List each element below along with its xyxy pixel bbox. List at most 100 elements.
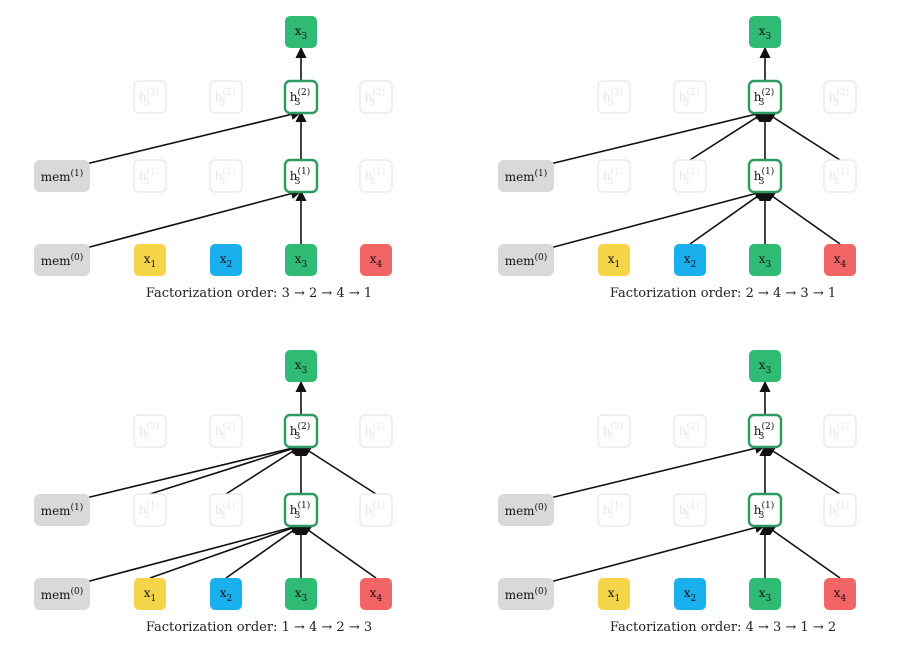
token-x3-box [285,244,317,276]
token-x4-box [360,578,392,610]
hidden-h2-col1-box [597,414,631,448]
token-x1-box [134,244,166,276]
hidden-h2-col1-box [133,80,167,114]
hidden-h2-col4-label: h(2)3 [829,87,849,108]
mem0-node-box [498,578,554,610]
hidden-h1-col2-box [673,159,707,193]
edge-x4-h1 [300,524,377,579]
hidden-h2-col1-label: h(2)3 [139,87,159,108]
output-x3-label: x3 [759,358,772,376]
edges [85,380,377,583]
hidden-h2-col4-label: h(2)3 [365,87,385,108]
token-x3: x3 [285,578,317,610]
token-x3: x3 [285,244,317,276]
hidden-h1-col2: h(1)3 [673,159,707,193]
hidden-h1-col1: h(1)3 [597,159,631,193]
mem0-node-box [34,244,90,276]
hidden-h2-col1: h(2)3 [597,414,631,448]
hidden-h1-col3-box [747,492,783,528]
hidden-h1-col1-label: h(1)3 [603,500,623,521]
panel-caption: Factorization order: 4 → 3 → 1 → 2 [610,620,836,635]
hidden-h2-col2-label: h(2)3 [679,87,699,108]
hidden-h2-col2: h(2)3 [673,414,707,448]
hidden-h1-col2-box [673,493,707,527]
edge-mem0-h1 [85,188,303,249]
hidden-h1-col4: h(1)3 [359,159,393,193]
hidden-h1-col4-box [359,493,393,527]
token-x1-box [598,578,630,610]
hidden-h1-col4-label: h(1)3 [365,166,385,187]
hidden-h2-col1-label: h(2)3 [603,87,623,108]
hidden-h2-col3: h(2)3 [283,79,319,115]
hidden-h1-col3-box [283,158,319,194]
token-x1-box [134,578,166,610]
token-x1-label: x1 [608,586,621,604]
token-x1: x1 [134,578,166,610]
token-x4-label: x4 [834,586,847,604]
hidden-h1-col1: h(1)3 [133,159,167,193]
hidden-h1-col1: h(1)3 [597,493,631,527]
hidden-h2-col3-box [747,79,783,115]
hidden-h1-col3: h(1)3 [747,158,783,194]
hidden-h2-col2-box [209,414,243,448]
hidden-h1-col3: h(1)3 [283,492,319,528]
output-x3-box [749,350,781,382]
token-x3: x3 [749,244,781,276]
hidden-h2-col2-label: h(2)3 [679,421,699,442]
panel-caption: Factorization order: 1 → 4 → 2 → 3 [146,620,372,635]
output-x3-box [285,350,317,382]
token-x1: x1 [134,244,166,276]
mem1-node-label: mem(1) [41,502,84,518]
edge-x4-h1 [764,190,841,245]
hidden-h1-col4-box [823,493,857,527]
edge-mem0-h1 [549,188,767,249]
mem0-node: mem(0) [498,578,554,610]
edge-x2-h1 [225,524,302,579]
token-x4-box [824,244,856,276]
hidden-h1-col2-box [209,159,243,193]
token-x2-label: x2 [220,586,233,604]
output-x3: x3 [285,16,317,48]
edge-x1-h1 [149,523,303,579]
edges [85,46,307,249]
edge-h4-h2 [764,445,841,495]
output-x3-label: x3 [759,24,772,42]
token-x3-label: x3 [759,586,772,604]
output-x3: x3 [285,350,317,382]
hidden-h1-col3-label: h(1)3 [290,500,310,521]
hidden-h2-col3-box [283,79,319,115]
hidden-h1-col3: h(1)3 [283,158,319,194]
hidden-h1-col2: h(1)3 [209,159,243,193]
mem0-node: mem(0) [34,578,90,610]
hidden-h1-col1-label: h(1)3 [603,166,623,187]
token-x4-label: x4 [370,252,383,270]
hidden-h1-col1-label: h(1)3 [139,166,159,187]
mem0-node: mem(0) [498,244,554,276]
token-x1: x1 [598,578,630,610]
hidden-h2-col4-label: h(2)3 [829,421,849,442]
hidden-h1-col2: h(1)3 [673,493,707,527]
token-x3-label: x3 [295,586,308,604]
hidden-h2-col4: h(2)3 [359,414,393,448]
hidden-h1-col2: h(1)3 [209,493,243,527]
edges [549,46,841,249]
token-x3-box [749,244,781,276]
hidden-h1-col2-label: h(1)3 [215,166,235,187]
hidden-h2-col2: h(2)3 [673,80,707,114]
token-x4: x4 [360,244,392,276]
mem1-node-label: mem(0) [505,502,548,518]
hidden-h2-col4: h(2)3 [359,80,393,114]
hidden-h2-col1-box [133,414,167,448]
token-x2: x2 [210,244,242,276]
hidden-h2-col2: h(2)3 [209,414,243,448]
hidden-h2-col4-label: h(2)3 [365,421,385,442]
hidden-h2-col3-label: h(2)3 [754,87,774,108]
output-x3-box [749,16,781,48]
hidden-h1-col4-box [359,159,393,193]
mem0-node-box [498,244,554,276]
edge-h4-h2 [300,445,377,495]
hidden-h1-col4: h(1)3 [823,493,857,527]
mem1-node: mem(1) [498,160,554,192]
hidden-h1-col3-box [747,158,783,194]
